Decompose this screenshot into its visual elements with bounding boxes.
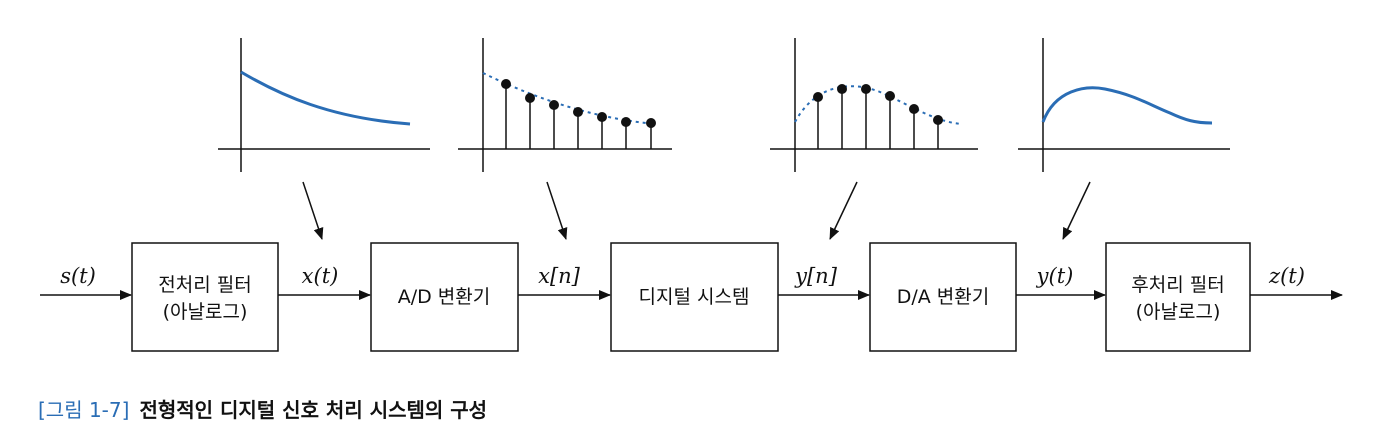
pointer-arrow-xt	[302, 181, 324, 240]
block-dac-label: D/A 변환기	[897, 286, 990, 308]
signal-label-y-discrete: y[n]	[794, 264, 838, 288]
signal-label-z: z(t)	[1268, 264, 1305, 288]
waveform-yn	[770, 38, 978, 172]
block-postfilter-line2: (아날로그)	[1136, 301, 1221, 323]
figure-caption: [그림 1-7] 전형적인 디지털 신호 처리 시스템의 구성	[38, 394, 487, 423]
figure-number: [그림 1-7]	[38, 398, 130, 422]
block-adc: A/D 변환기	[370, 242, 519, 352]
block-adc-label: A/D 변환기	[398, 286, 491, 308]
pointer-arrow-yt	[1062, 181, 1091, 240]
waveform-xt-curve	[240, 70, 411, 126]
waveform-xt	[218, 38, 430, 172]
waveform-xn	[458, 38, 672, 172]
pointer-arrow-xn	[546, 181, 568, 240]
waveform-yn-samples	[813, 84, 943, 149]
waveform-yt-curve	[1041, 86, 1213, 125]
signal-label-y-continuous: y(t)	[1036, 264, 1074, 288]
block-dac: D/A 변환기	[869, 242, 1017, 352]
block-postfilter: 후처리 필터 (아날로그)	[1105, 242, 1251, 352]
block-prefilter-line1: 전처리 필터	[158, 274, 251, 296]
block-prefilter: 전처리 필터 (아날로그)	[131, 242, 279, 352]
block-digital: 디지털 시스템	[610, 242, 779, 352]
block-postfilter-line1: 후처리 필터	[1131, 274, 1224, 296]
waveform-xn-envelope	[482, 72, 656, 125]
pointer-arrow-yn	[829, 181, 858, 240]
block-prefilter-line2: (아날로그)	[163, 301, 248, 323]
signal-label-x-discrete: x[n]	[538, 264, 581, 288]
waveform-xn-samples	[501, 79, 656, 149]
waveform-yt	[1018, 38, 1230, 172]
signal-label-x-continuous: x(t)	[302, 264, 339, 288]
figure-title: 전형적인 디지털 신호 처리 시스템의 구성	[139, 398, 488, 422]
signal-label-s: s(t)	[60, 264, 96, 288]
block-digital-label: 디지털 시스템	[639, 286, 750, 308]
